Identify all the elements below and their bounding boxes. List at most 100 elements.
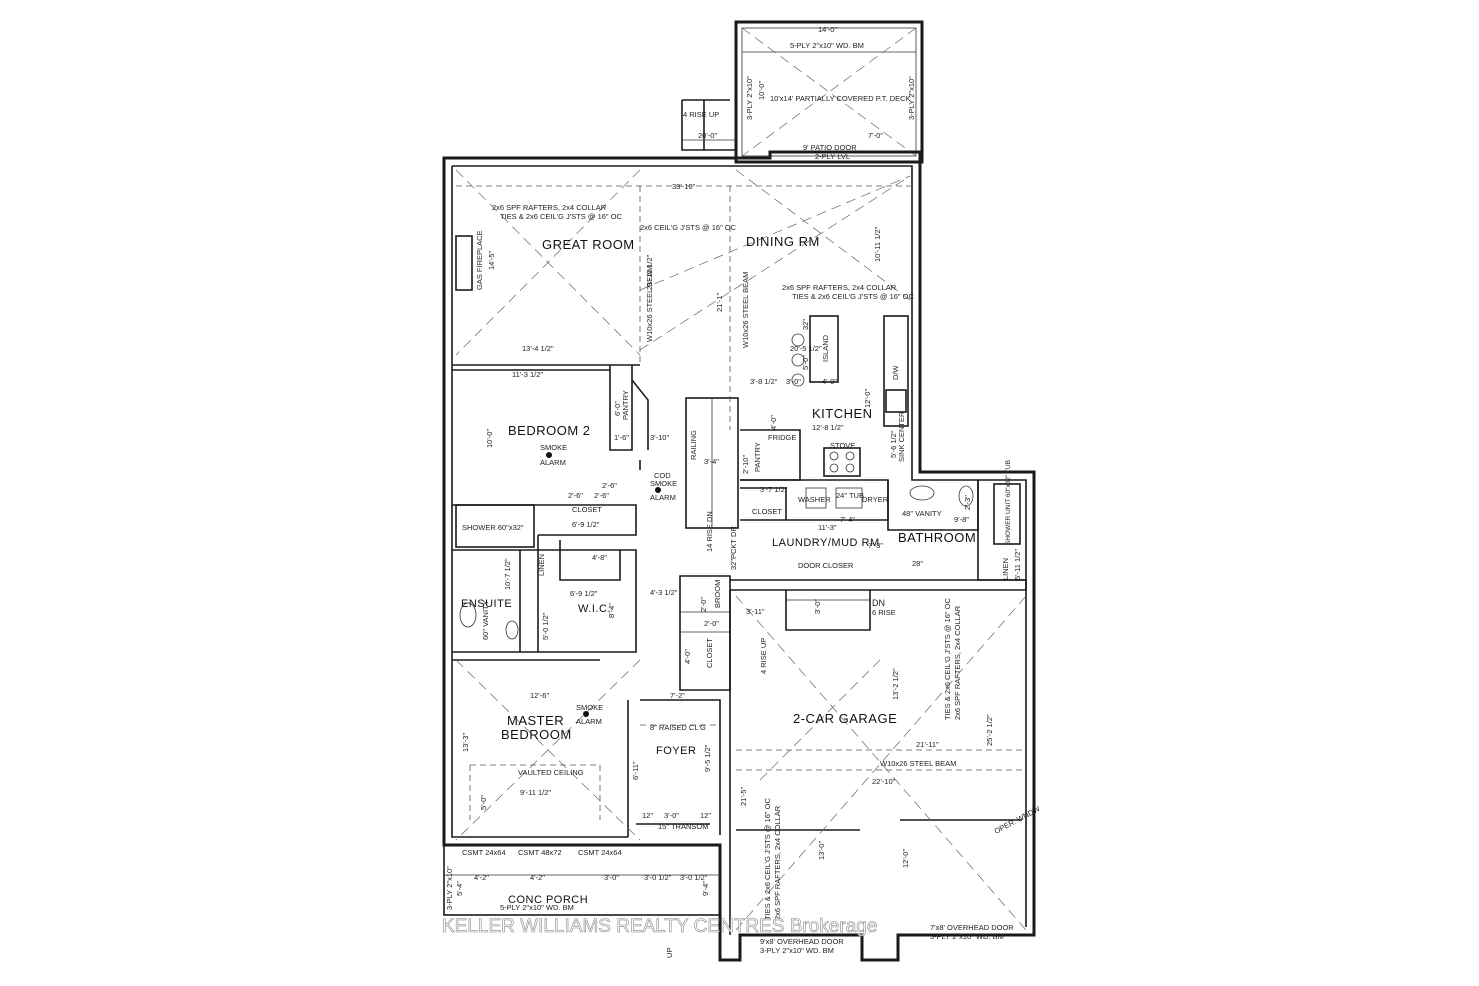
label-d3-0d: 3'-0" <box>604 873 619 882</box>
label-d2-6a: 2'-6" <box>602 481 617 490</box>
deck <box>681 20 924 164</box>
label-d2-6b: 2'-6" <box>568 491 583 500</box>
label-d13-0: 13'-0" <box>817 841 826 860</box>
label-d12-8: 12'-8 1/2" <box>812 423 844 432</box>
room-laundry: LAUNDRY/MUD RM <box>772 537 880 549</box>
vaulted-ceiling: VAULTED CEILING <box>518 768 584 777</box>
label-d3-0e: 3'-0 1/2" <box>644 873 672 882</box>
rafters-2a: 2x6 SPF RAFTERS, 2x4 COLLAR <box>782 283 897 292</box>
label-d5-11: 5'-11 1/2" <box>1013 549 1022 580</box>
label-d2-6c: 2'-6" <box>594 491 609 500</box>
label-d20-5: 20'-5 1/2" <box>790 344 822 353</box>
label-d2-0a: 2'-0" <box>699 597 708 612</box>
label-d9-11: 9'-11 1/2" <box>520 788 551 797</box>
deck-beam-label: 5-PLY 2"x10" WD. BM <box>790 41 864 50</box>
label-d4-0: 4'-0" <box>822 377 837 386</box>
pkt-dr: 32"PCKT DR <box>729 526 738 570</box>
label-d32: 32" <box>801 319 810 330</box>
label-d13-4: 13'-4 1/2" <box>522 344 554 353</box>
railing-label: RAILING <box>689 430 698 460</box>
label-d9-8: 9'-8" <box>954 515 969 524</box>
smoke-alarm-2-icon <box>583 711 589 717</box>
label-d9-4: 9'-4" <box>701 881 710 896</box>
dw-label: D/W <box>891 365 900 381</box>
shower-unit: SHOWER UNIT 60"x32" TUB <box>1005 460 1012 545</box>
garage-rafters-c: TIES & 2x6 CEIL'G J'STS @ 16" OC <box>763 797 772 920</box>
label-d3-8: 3'-8 1/2" <box>750 377 778 386</box>
csmt-2: CSMT 48x72 <box>518 848 562 857</box>
label-d33: 33'-10" <box>672 182 696 191</box>
door-closer: DOOR CLOSER <box>798 561 854 570</box>
up-label: UP <box>665 948 674 958</box>
dn-label: DN <box>872 598 885 608</box>
smoke-alarm-1b: ALARM <box>540 458 566 467</box>
label-d3-0c: 3'-0" <box>664 811 679 820</box>
porch-beam: 5-PLY 2"x10" WD. BM <box>500 903 574 912</box>
rise-6: 6 RISE <box>872 608 896 617</box>
label-d3-10: 3'-10" <box>650 433 669 442</box>
steel-beam-2: W10x26 STEEL BEAM <box>741 272 750 348</box>
cod-alarm-icon <box>655 487 661 493</box>
deck-beam-right: 3-PLY 2"x10" <box>907 76 916 120</box>
label-d7-4: 7'-4" <box>840 515 855 524</box>
sink-center: SINK CENTER <box>897 411 906 462</box>
label-d25-2: 25'-2 1/2" <box>985 714 994 746</box>
label-d7-2: 7'-2" <box>670 691 685 700</box>
tub-label: 24" TUB <box>836 491 864 500</box>
label-d10-7: 10'-7 1/2" <box>503 558 512 590</box>
label-d6-9b: 6'-9 1/2" <box>570 589 598 598</box>
closet-3: CLOSET <box>705 638 714 668</box>
smoke-alarm-1-icon <box>546 452 552 458</box>
cod-c: ALARM <box>650 493 676 502</box>
rafters-1a: 2x6 SPF RAFTERS, 2x4 COLLAR <box>492 203 607 212</box>
island-label: ISLAND <box>821 334 830 362</box>
label-d4-8: 4'-8" <box>592 553 607 562</box>
label-d22-10: 22'-10" <box>872 777 896 786</box>
label-d12-6: 12'-6" <box>530 691 549 700</box>
label-d10-0: 10'-0" <box>485 429 494 448</box>
patio-door-label: 9' PATIO DOOR <box>803 143 857 152</box>
label-d10: 10'-0" <box>757 81 766 100</box>
label-d8-4: 8'-4" <box>607 603 616 618</box>
label-d28: 28" <box>912 559 923 568</box>
csmt-1: CSMT 24x64 <box>462 848 506 857</box>
ceil-joists: 2x6 CEIL'G J'STS @ 16" OC <box>640 223 737 232</box>
ohd-2: 7'x8' OVERHEAD DOOR <box>930 923 1014 932</box>
exterior-walls <box>442 150 1036 962</box>
porch-beam-side: 3-PLY 2"x10" <box>445 866 454 910</box>
kitchen-fixtures <box>455 235 909 477</box>
garage-rafters-d: 2x6 SPF RAFTERS, 2x4 COLLAR <box>773 805 782 920</box>
label-d9-5: 9'-5 1/2" <box>703 744 712 772</box>
room-dining: DINING RM <box>746 234 820 249</box>
linen-1: LINEN <box>537 554 546 576</box>
label-d3-11: 3'-11" <box>746 607 765 616</box>
label-d14: 14'-0" <box>818 25 837 34</box>
broom-label: BROOM <box>713 580 722 608</box>
label-d2-0b: 2'-0" <box>704 619 719 628</box>
label-d14-5: 14'-5" <box>487 251 496 270</box>
label-d4-2a: 4'-2" <box>474 873 489 882</box>
label-d12a: 12" <box>642 811 653 820</box>
label-d11-3b: 11'-3" <box>818 523 837 532</box>
stove-label: STOVE <box>830 441 855 450</box>
label-d20: 20'-0" <box>698 131 717 140</box>
steel-beam-1: W10x26 STEEL BEAM <box>645 266 654 342</box>
label-d3-0f: 3'-0 1/2" <box>680 873 708 882</box>
garage-rafters-b: 2x6 SPF RAFTERS, 2x4 COLLAR <box>953 605 962 720</box>
label-d3-7: 3'-7 1/2" <box>760 485 788 494</box>
interior-walls <box>443 364 1027 935</box>
rafters-2b: TIES & 2x6 CEIL'G J'STS @ 16" OC <box>792 292 915 301</box>
room-ensuite: ENSUITE <box>461 598 512 610</box>
smoke-alarm-2a: SMOKE <box>576 703 603 712</box>
lvl-label: 2-PLY LVL <box>815 152 850 161</box>
fridge-label: FRIDGE <box>768 433 796 442</box>
room-great-room: GREAT ROOM <box>542 237 635 252</box>
label-d4-3: 4'-3 1/2" <box>650 588 678 597</box>
label-d12-0: 12'-0" <box>863 389 872 408</box>
garage-rafters-a: TIES & 2x6 CEIL'G J'STS @ 16" OC <box>943 597 952 720</box>
closet-2: CLOSET <box>752 507 782 516</box>
garage-beam: W10x26 STEEL BEAM <box>880 759 956 768</box>
room-master-1: MASTER <box>507 713 564 728</box>
label-d21-5: 21'-5" <box>739 787 748 806</box>
shower-label: SHOWER 60"x32" <box>462 523 524 532</box>
